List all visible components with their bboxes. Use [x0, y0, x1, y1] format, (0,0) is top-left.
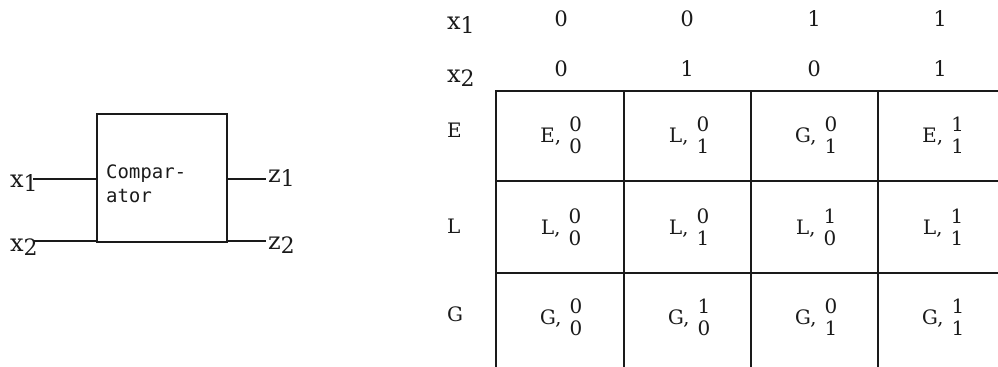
table-grid-line [750, 90, 752, 367]
output-z2-wire [228, 240, 266, 242]
header-x1-value: 0 [680, 7, 694, 31]
next-state: G, [794, 123, 817, 147]
output-z1-wire [228, 178, 266, 180]
comparator-box [96, 113, 228, 243]
output-z1: 0 [569, 294, 583, 318]
output-z2: 0 [697, 316, 711, 340]
next-state: E, [922, 123, 944, 147]
output-z1: 1 [950, 204, 964, 228]
output-z2: 0 [569, 134, 582, 158]
output-z1: 1 [697, 294, 711, 318]
output-z2: 1 [696, 226, 710, 250]
table-grid-line [877, 90, 879, 367]
output-z1: 0 [568, 204, 582, 228]
output-z2: 1 [824, 134, 838, 158]
output-z1: 0 [569, 112, 582, 136]
input-x1-label: x1 [10, 165, 38, 197]
input-x2-wire [33, 240, 96, 242]
output-z2: 1 [950, 226, 964, 250]
header-x2-value: 0 [807, 57, 821, 81]
output-z1: 1 [951, 294, 965, 318]
next-state: L, [795, 215, 816, 239]
comparator-label-line2: ator [106, 185, 152, 207]
next-state: L, [668, 215, 689, 239]
output-z2: 0 [823, 226, 837, 250]
next-state: E, [540, 123, 562, 147]
output-z1-label: z1 [268, 160, 295, 192]
next-state: L, [922, 215, 943, 239]
header-x2-value: 1 [680, 57, 694, 81]
output-z1: 1 [823, 204, 837, 228]
next-state: G, [921, 305, 944, 329]
output-z2: 1 [696, 134, 710, 158]
table-grid-line [495, 90, 998, 92]
header-x2-label: x2 [447, 60, 475, 92]
table-grid-line [623, 90, 625, 367]
output-z1: 0 [824, 112, 838, 136]
header-x1-label: x1 [447, 7, 475, 39]
comparator-label-line1: Compar- [106, 161, 187, 183]
row-state-label: E [447, 118, 462, 142]
table-grid-line [495, 180, 998, 182]
output-z2: 1 [824, 316, 838, 340]
output-z2: 0 [569, 316, 583, 340]
table-grid-line [495, 90, 497, 367]
header-x1-value: 0 [554, 7, 568, 31]
output-z1: 0 [824, 294, 838, 318]
comparator-label: Compar- ator [106, 160, 186, 208]
output-z1: 0 [696, 204, 710, 228]
header-x1-value: 1 [933, 7, 947, 31]
output-z2: 1 [951, 134, 964, 158]
input-x2-label: x2 [10, 229, 38, 261]
row-state-label: G [447, 302, 463, 326]
next-state: G, [539, 305, 562, 329]
row-state-label: L [447, 214, 461, 238]
header-x2-value: 0 [554, 57, 568, 81]
output-z1: 0 [696, 112, 710, 136]
header-x1-value: 1 [807, 7, 821, 31]
output-z2: 1 [951, 316, 965, 340]
header-x2-value: 1 [933, 57, 947, 81]
next-state: L, [540, 215, 561, 239]
output-z2: 0 [568, 226, 582, 250]
next-state: G, [667, 305, 690, 329]
output-z2-label: z2 [268, 227, 295, 259]
output-z1: 1 [951, 112, 964, 136]
table-grid-line [495, 272, 998, 274]
next-state: G, [794, 305, 817, 329]
input-x1-wire [33, 178, 96, 180]
next-state: L, [668, 123, 689, 147]
